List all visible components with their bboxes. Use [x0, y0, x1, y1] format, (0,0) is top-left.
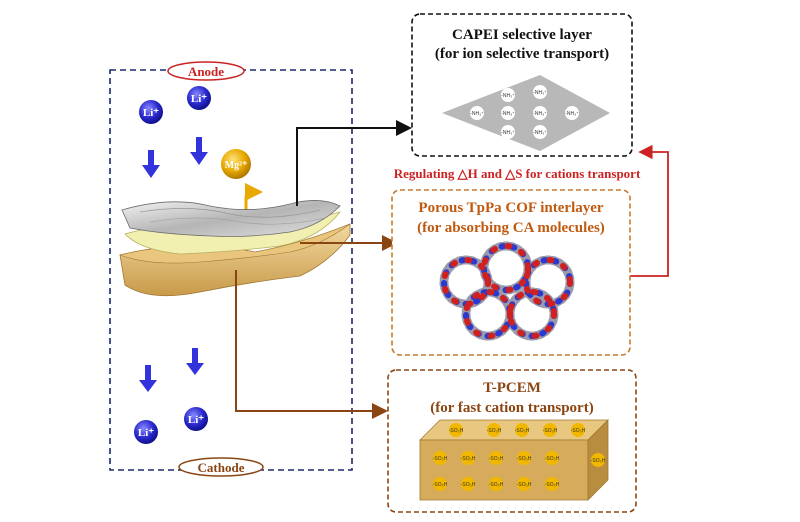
so3h-group: -SO₃H: [543, 423, 558, 437]
svg-text:-SO₃H: -SO₃H: [591, 458, 606, 464]
cof-box: [391, 189, 631, 356]
nh3-group: -NH₃⁺: [470, 106, 484, 120]
so3h-group: -SO₃H: [461, 477, 476, 491]
anode-label-oval: [167, 61, 245, 81]
nh3-group: -NH₃⁺: [501, 125, 515, 139]
cof-title-line1: Porous TpPa COF interlayer: [418, 200, 603, 216]
tpcem-title-line2: (for fast cation transport): [430, 400, 593, 416]
so3h-group: -SO₃H: [571, 423, 586, 437]
svg-text:-SO₃H: -SO₃H: [449, 428, 464, 434]
cof-framework: [439, 241, 575, 341]
svg-text:-SO₃H: -SO₃H: [545, 456, 560, 462]
cof-title-line2: (for absorbing CA molecules): [417, 220, 605, 236]
cathode-label-oval: [178, 457, 264, 477]
connector-to-tpcem: [235, 270, 388, 419]
svg-text:-SO₃H: -SO₃H: [517, 482, 532, 488]
down-arrow-icon: [139, 365, 157, 392]
nh3-group: -NH₃⁺: [533, 106, 547, 120]
so3h-group: -SO₃H: [545, 477, 560, 491]
so3h-group: -SO₃H: [545, 451, 560, 465]
so3h-group: -SO₃H: [515, 423, 530, 437]
nh3-group: -NH₃⁺: [501, 106, 515, 120]
li-ion-label: Li⁺: [143, 107, 159, 119]
nh3-group: -NH₃⁺: [565, 106, 579, 120]
svg-text:-SO₃H: -SO₃H: [487, 428, 502, 434]
svg-text:-NH₃⁺: -NH₃⁺: [533, 130, 547, 136]
so3h-group: -SO₃H: [591, 453, 606, 467]
capei-sheet: [442, 75, 610, 151]
svg-text:-NH₃⁺: -NH₃⁺: [533, 90, 547, 96]
so3h-group: -SO₃H: [517, 451, 532, 465]
nh3-group-list: -NH₃⁺ -NH₃⁺ -NH₃⁺ -NH₃⁺ -NH₃⁺ -NH₃⁺ -NH₃…: [470, 85, 579, 139]
li-ion-top-2: Li⁺: [187, 86, 211, 110]
svg-text:-SO₃H: -SO₃H: [543, 428, 558, 434]
capei-layer: [121, 200, 341, 237]
connector-cof-to-capei: [630, 144, 669, 277]
nh3-group: -NH₃⁺: [533, 85, 547, 99]
so3h-group: -SO₃H: [461, 451, 476, 465]
svg-text:-NH₃⁺: -NH₃⁺: [501, 111, 515, 117]
svg-text:-SO₃H: -SO₃H: [571, 428, 586, 434]
down-arrow-icon: [190, 137, 208, 165]
mg-reject-arrow-icon: [244, 183, 263, 210]
down-arrow-icon: [142, 150, 160, 178]
li-ion-label: Li⁺: [191, 93, 207, 105]
tpcem-title-line1: T-PCEM: [483, 380, 541, 396]
mg-ion: Mg²⁺: [221, 149, 251, 179]
svg-text:-SO₃H: -SO₃H: [433, 456, 448, 462]
li-ion-label: Li⁺: [188, 414, 204, 426]
svg-text:-NH₃⁺: -NH₃⁺: [470, 111, 484, 117]
anode-label: Anode: [188, 64, 224, 79]
svg-text:-SO₃H: -SO₃H: [489, 456, 504, 462]
svg-text:-SO₃H: -SO₃H: [517, 456, 532, 462]
capei-title-line2: (for ion selective transport): [435, 46, 609, 62]
svg-text:-SO₃H: -SO₃H: [461, 482, 476, 488]
svg-text:-SO₃H: -SO₃H: [433, 482, 448, 488]
svg-text:-NH₃⁺: -NH₃⁺: [501, 130, 515, 136]
cathode-label: Cathode: [198, 460, 245, 475]
svg-text:-SO₃H: -SO₃H: [461, 456, 476, 462]
so3h-group-list: -SO₃H -SO₃H -SO₃H -SO₃H -SO₃H -SO₃H -SO₃…: [433, 423, 606, 491]
so3h-group: -SO₃H: [517, 477, 532, 491]
regulating-text: Regulating △H and △S for cations transpo…: [394, 166, 641, 181]
so3h-group: -SO₃H: [489, 477, 504, 491]
so3h-group: -SO₃H: [433, 451, 448, 465]
svg-text:-NH₃⁺: -NH₃⁺: [533, 111, 547, 117]
li-ion-top-1: Li⁺: [139, 100, 163, 124]
li-ion-bottom-1: Li⁺: [134, 420, 158, 444]
nh3-group: -NH₃⁺: [501, 88, 515, 102]
so3h-group: -SO₃H: [449, 423, 464, 437]
svg-text:-NH₃⁺: -NH₃⁺: [565, 111, 579, 117]
li-ion-bottom-2: Li⁺: [184, 407, 208, 431]
connector-to-capei: [296, 120, 412, 206]
svg-text:-NH₃⁺: -NH₃⁺: [501, 93, 515, 99]
svg-text:-SO₃H: -SO₃H: [515, 428, 530, 434]
svg-text:-SO₃H: -SO₃H: [489, 482, 504, 488]
so3h-group: -SO₃H: [487, 423, 502, 437]
nh3-group: -NH₃⁺: [533, 125, 547, 139]
svg-text:-SO₃H: -SO₃H: [545, 482, 560, 488]
so3h-group: -SO₃H: [489, 451, 504, 465]
mg-ion-label: Mg²⁺: [225, 160, 248, 171]
down-arrow-icon: [186, 348, 204, 375]
li-ion-label: Li⁺: [138, 427, 154, 439]
capei-title-line1: CAPEI selective layer: [452, 27, 592, 43]
membrane-stack: [118, 200, 351, 297]
so3h-group: -SO₃H: [433, 477, 448, 491]
